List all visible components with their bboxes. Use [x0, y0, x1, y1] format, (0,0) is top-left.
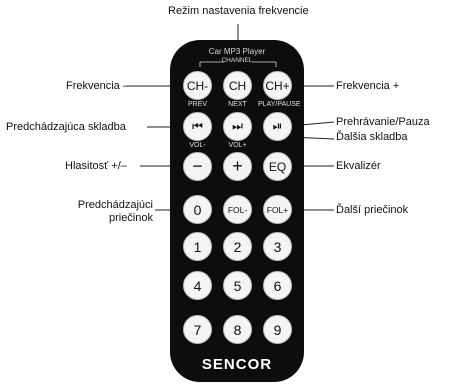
label-previous-folder: Predchádzajúci priečinok: [53, 199, 153, 225]
volume-up-button[interactable]: +: [223, 152, 252, 181]
play-pause-icon: ⏯: [272, 119, 283, 133]
brand-logo: SENCOR: [201, 356, 273, 373]
number-7-button[interactable]: 7: [183, 315, 212, 344]
label-frequency-mode: Režim nastavenia frekvencie: [168, 5, 309, 17]
label-play-pause: Prehrávanie/Pauza: [336, 116, 430, 128]
folder-up-button[interactable]: FOL+: [263, 195, 292, 224]
zero-button[interactable]: 0: [183, 195, 212, 224]
number-6-button[interactable]: 6: [263, 271, 292, 300]
label-previous-folder-line2: priečinok: [108, 212, 153, 224]
play-pause-sublabel: PLAY/PAUSE: [258, 101, 301, 108]
previous-track-button[interactable]: ⏮: [183, 112, 212, 141]
number-2-button[interactable]: 2: [223, 232, 252, 261]
volume-down-button[interactable]: −: [183, 152, 212, 181]
prev-sublabel: PREV: [187, 101, 208, 108]
eq-button[interactable]: EQ: [263, 152, 292, 181]
play-pause-button[interactable]: ⏯: [263, 112, 292, 141]
label-next-track: Ďalšia skladba: [336, 131, 408, 143]
next-sublabel: NEXT: [228, 101, 247, 108]
label-volume: Hlasitosť +/–: [65, 160, 127, 172]
remote-title: Car MP3 Player: [208, 47, 266, 56]
label-equalizer: Ekvalizér: [336, 160, 381, 172]
next-track-button[interactable]: ⏭: [223, 112, 252, 141]
channel-bracket: [199, 61, 277, 67]
number-4-button[interactable]: 4: [183, 271, 212, 300]
number-1-button[interactable]: 1: [183, 232, 212, 261]
ch-button[interactable]: CH: [223, 71, 252, 100]
ch-minus-button[interactable]: CH-: [183, 71, 212, 100]
label-frequency-minus: Frekvencia –: [66, 80, 129, 92]
number-5-button[interactable]: 5: [223, 271, 252, 300]
next-track-icon: ⏭: [232, 119, 243, 133]
number-8-button[interactable]: 8: [223, 315, 252, 344]
label-next-folder: Ďalší priečinok: [336, 204, 409, 216]
vol-plus-sublabel: VOL+: [228, 142, 247, 149]
ch-plus-button[interactable]: CH+: [263, 71, 292, 100]
folder-down-button[interactable]: FOL-: [223, 195, 252, 224]
remote-channel-label: CHANNEL: [221, 57, 253, 64]
number-3-button[interactable]: 3: [263, 232, 292, 261]
label-frequency-plus: Frekvencia +: [336, 80, 400, 92]
vol-minus-sublabel: VOL-: [189, 142, 206, 149]
label-previous-track: Predchádzajúca skladba: [6, 121, 126, 133]
number-9-button[interactable]: 9: [263, 315, 292, 344]
label-previous-folder-line1: Predchádzajúci: [77, 199, 153, 211]
previous-track-icon: ⏮: [192, 119, 203, 133]
remote-control: Car MP3 Player CHANNEL CH- CH CH+ PREV N…: [170, 40, 304, 382]
